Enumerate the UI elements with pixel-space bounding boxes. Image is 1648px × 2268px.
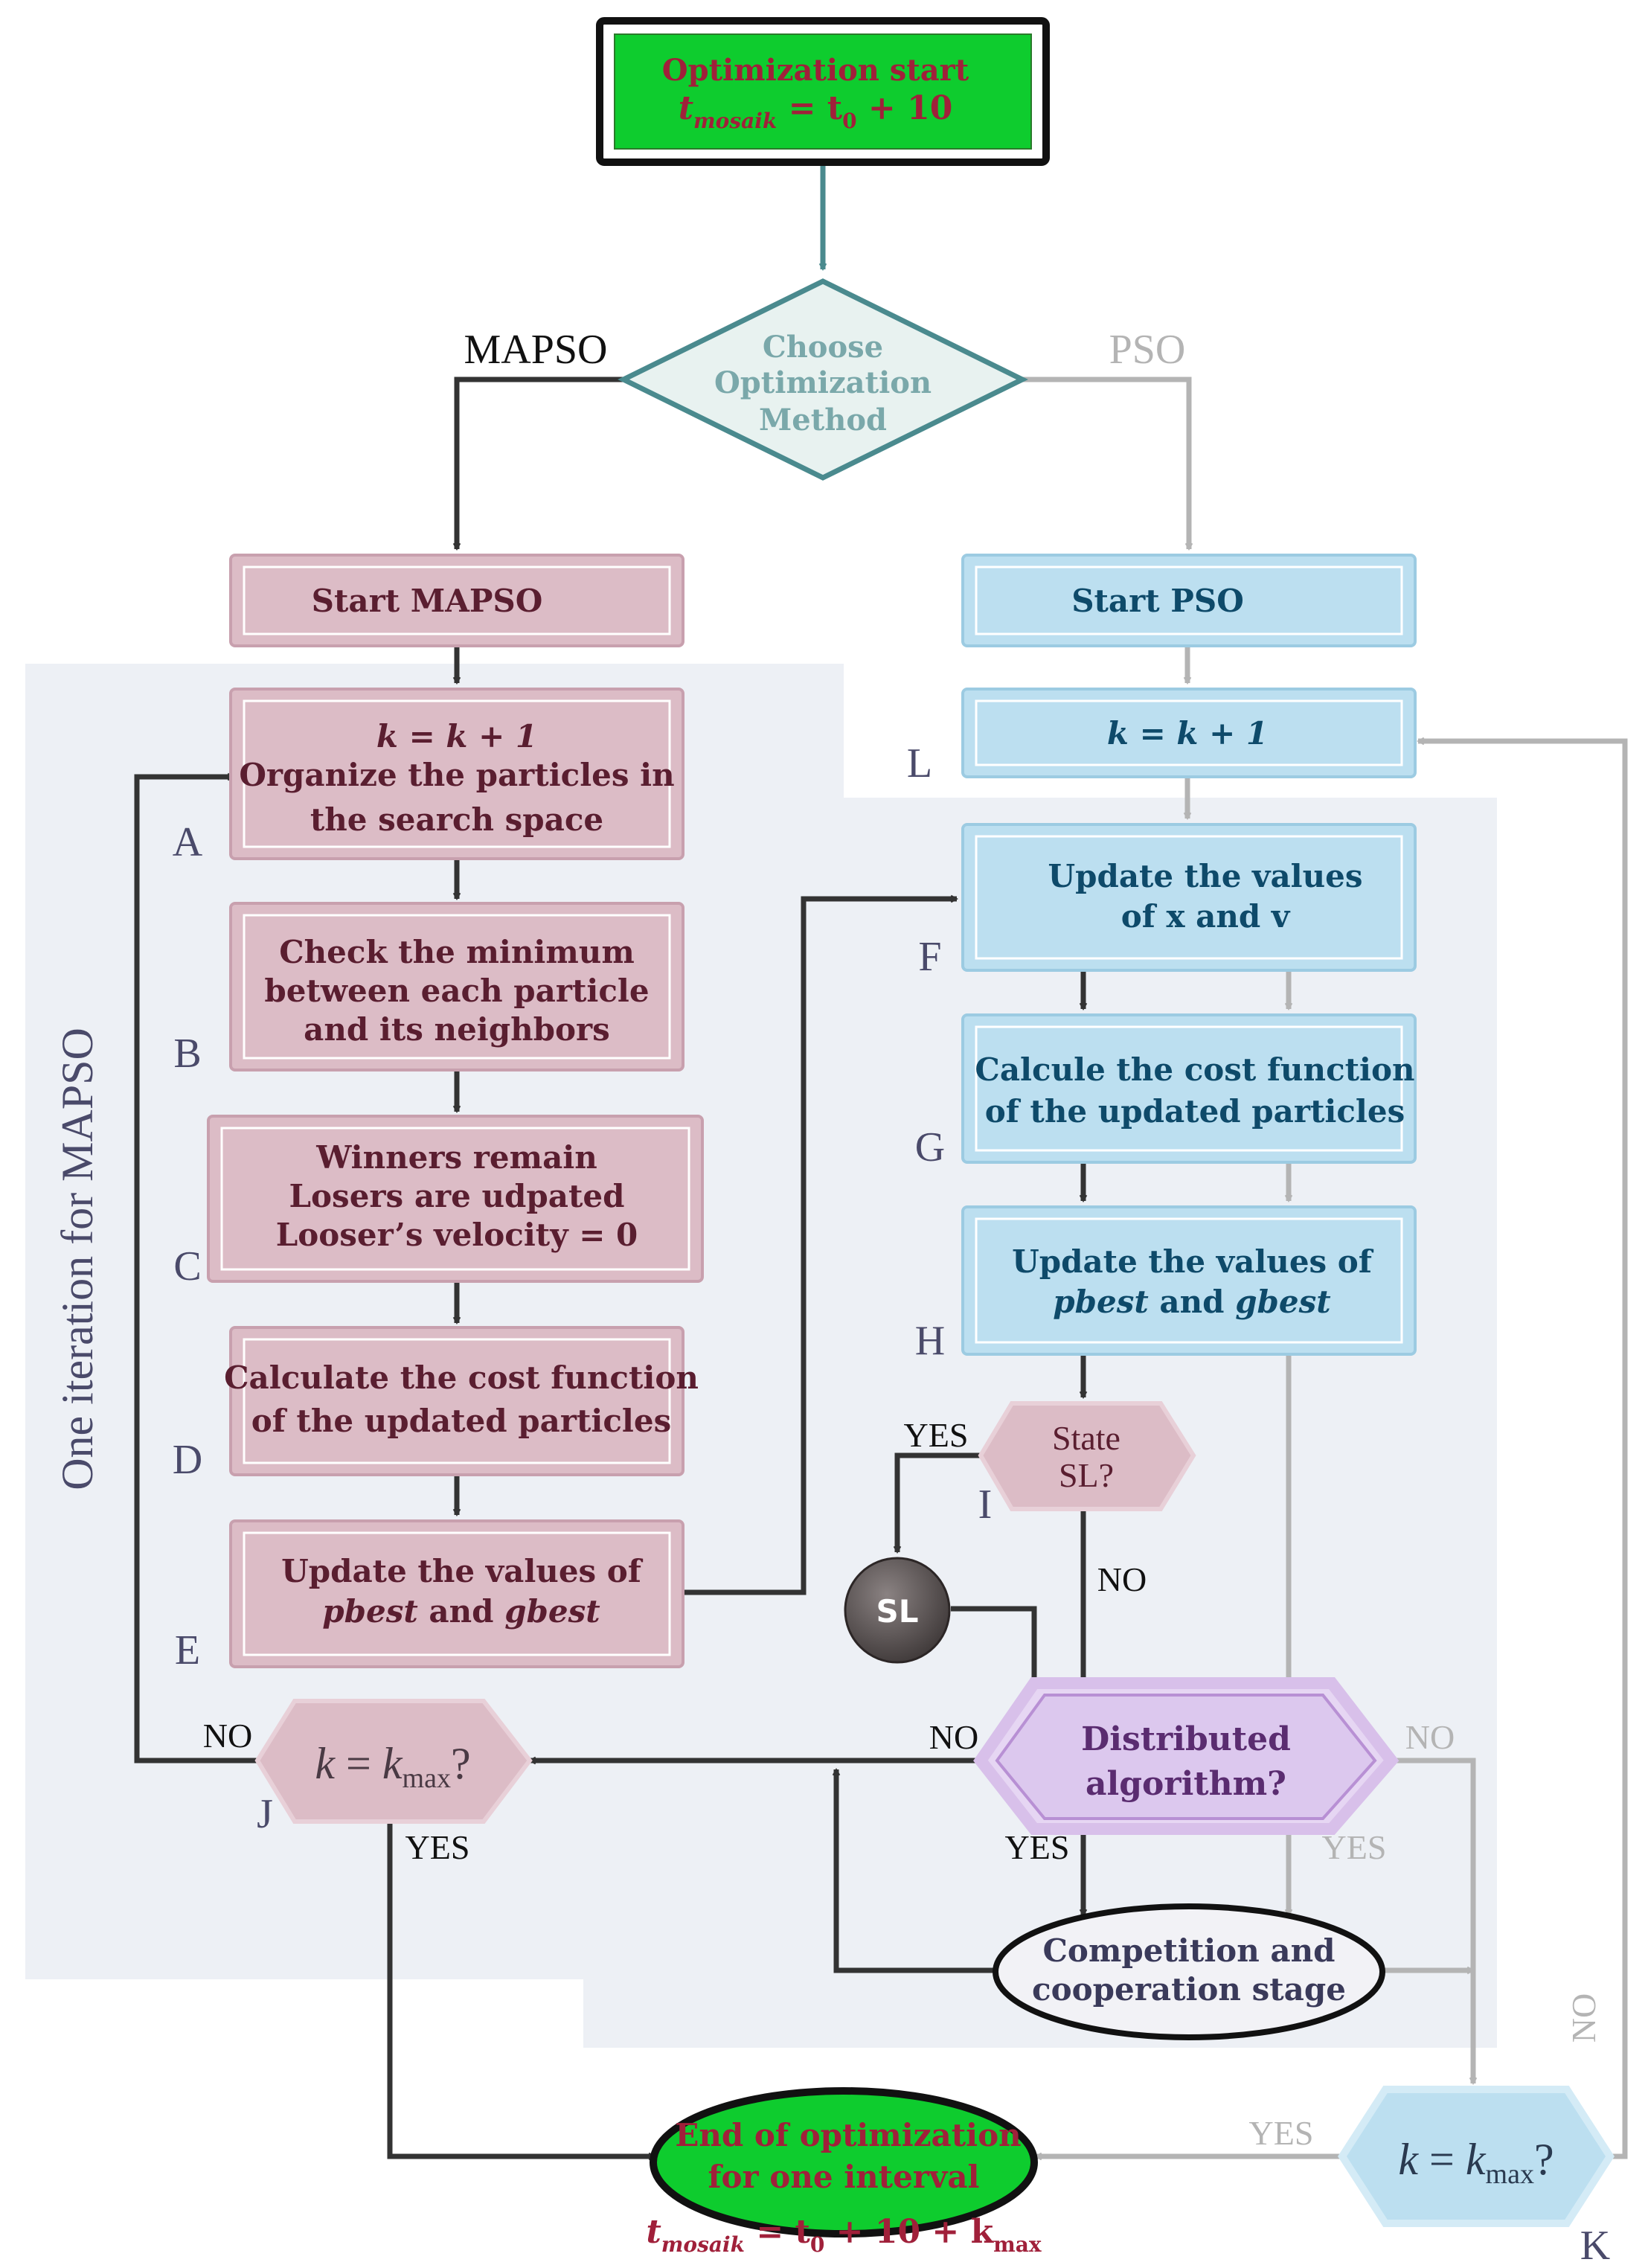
step-h-line1: Update the values of: [1012, 1243, 1374, 1280]
state-line2: SL?: [1059, 1456, 1114, 1494]
step-g-line2: of the updated particles: [985, 1093, 1405, 1130]
choose-line1: Choose: [763, 330, 883, 365]
choose-line2: Optimization: [714, 365, 932, 400]
marker-c: C: [173, 1243, 201, 1290]
edge-k-loop: [1417, 737, 1628, 2159]
distributed-decision: Distributed algorithm?: [973, 1677, 1399, 1835]
step-e-line2: pbest and gbest: [322, 1593, 600, 1630]
pso-step-f: Update the values of x and v: [961, 823, 1417, 972]
step-g-line1: Calcule the cost function: [975, 1051, 1414, 1088]
label-yes-state: YES: [904, 1416, 969, 1454]
competition-line1: Competition and: [1043, 1932, 1336, 1969]
edge-state-sl: [893, 1452, 981, 1554]
start-formula: tmosaik = t0 + 10: [679, 89, 953, 133]
marker-d: D: [173, 1437, 202, 1483]
end-formula: tmosaik = t0 + 10 + kmax: [646, 2213, 1041, 2257]
label-yes-distributed-dark: YES: [1005, 1828, 1070, 1866]
competition-line2: cooperation stage: [1032, 1971, 1346, 2008]
label-no-state: NO: [1097, 1560, 1147, 1598]
marker-j: J: [257, 1791, 273, 1837]
step-d-line1: Calculate the cost function: [224, 1359, 699, 1396]
pso-step-g: Calcule the cost function of the updated…: [961, 1013, 1417, 1164]
start-pso-box: Start PSO: [961, 554, 1417, 647]
label-no-distributed-right: NO: [1405, 1718, 1455, 1756]
label-no-distributed-left: NO: [929, 1718, 978, 1756]
edge-choose-pso: [1022, 377, 1193, 551]
edge-j-a: [134, 772, 257, 1764]
start-mapso-label: Start MAPSO: [312, 583, 543, 619]
pso-k-increment: k = k + 1: [961, 688, 1417, 778]
distributed-line1: Distributed: [1081, 1720, 1291, 1758]
choose-method-decision: Choose Optimization Method: [618, 278, 1028, 481]
kmax-decision-j: k = kmax?: [254, 1699, 533, 1824]
label-no-k: NO: [1565, 1993, 1603, 2043]
edge-choose-mapso: [452, 377, 623, 551]
competition-stage: Competition and cooperation stage: [993, 1903, 1385, 2040]
edge-distributed-k: [1391, 1758, 1478, 2085]
mapso-step-e: Update the values of pbest and gbest: [229, 1519, 684, 1668]
state-line1: State: [1052, 1419, 1120, 1457]
marker-k: K: [1580, 2223, 1610, 2268]
sl-label: SL: [876, 1593, 918, 1630]
marker-h: H: [915, 1318, 945, 1364]
step-a-line1: k = k + 1: [376, 718, 537, 755]
sl-node: SL: [844, 1557, 951, 1664]
step-c-line1: Winners remain: [315, 1139, 597, 1176]
j-formula: k = kmax?: [315, 1739, 470, 1794]
end-node: End of optimization for one interval: [650, 2087, 1038, 2237]
marker-a: A: [173, 819, 203, 865]
step-c-line3: Looser’s velocity = 0: [276, 1217, 638, 1253]
step-b-line1: Check the minimum: [279, 934, 635, 970]
end-line1: End of optimization: [675, 2117, 1021, 2153]
start-title: Optimization start: [662, 53, 969, 88]
edge-e-f: [684, 894, 958, 1595]
choose-line3: Method: [759, 403, 887, 438]
step-h-line2: pbest and gbest: [1053, 1284, 1330, 1320]
start-node: Optimization start tmosaik = t0 + 10: [596, 17, 1050, 166]
edge-j-end: [387, 1823, 656, 2161]
state-sl-decision: State SL?: [978, 1401, 1196, 1511]
edge-sl-distributed: [951, 1606, 1039, 1702]
marker-b: B: [173, 1031, 201, 1077]
marker-l: L: [907, 740, 932, 787]
label-no-j: NO: [203, 1717, 252, 1755]
mapso-iteration-side-label: One iteration for MAPSO: [53, 1028, 102, 1490]
mapso-step-a: k = k + 1 Organize the particles in the …: [229, 688, 684, 860]
marker-g: G: [915, 1124, 945, 1170]
step-e-line1: Update the values of: [281, 1553, 644, 1589]
marker-e: E: [175, 1627, 200, 1673]
step-a-line3: the search space: [310, 801, 603, 838]
label-yes-k: YES: [1249, 2114, 1314, 2152]
step-f-line2: of x and v: [1121, 898, 1291, 935]
mapso-step-d: Calculate the cost function of the updat…: [224, 1326, 699, 1476]
mapso-branch-label: MAPSO: [464, 327, 608, 373]
label-yes-distributed-grey: YES: [1322, 1828, 1387, 1866]
step-c-line2: Losers are udpated: [289, 1178, 625, 1214]
step-a-line2: Organize the particles in: [239, 757, 674, 793]
marker-i: I: [978, 1481, 993, 1528]
step-b-line3: and its neighbors: [304, 1011, 610, 1048]
step-d-line2: of the updated particles: [251, 1403, 672, 1439]
step-b-line2: between each particle: [264, 973, 649, 1009]
start-mapso-box: Start MAPSO: [229, 554, 684, 647]
mapso-step-b: Check the minimum between each particle …: [229, 902, 684, 1071]
start-pso-label: Start PSO: [1071, 583, 1244, 619]
step-f-line1: Update the values: [1048, 858, 1362, 894]
edge-competition-j: [832, 1768, 994, 1973]
end-line2: for one interval: [708, 2159, 979, 2195]
k-formula: k = kmax?: [1398, 2135, 1554, 2190]
label-yes-j: YES: [405, 1828, 470, 1866]
mapso-step-c: Winners remain Losers are udpated Looser…: [207, 1115, 704, 1283]
pso-branch-label: PSO: [1109, 327, 1186, 373]
kmax-decision-k: k = kmax?: [1338, 2086, 1615, 2227]
marker-f: F: [918, 934, 941, 980]
pso-step-h: Update the values of pbest and gbest: [961, 1205, 1417, 1356]
pso-k-label: k = k + 1: [1107, 715, 1268, 752]
distributed-line2: algorithm?: [1086, 1765, 1286, 1803]
